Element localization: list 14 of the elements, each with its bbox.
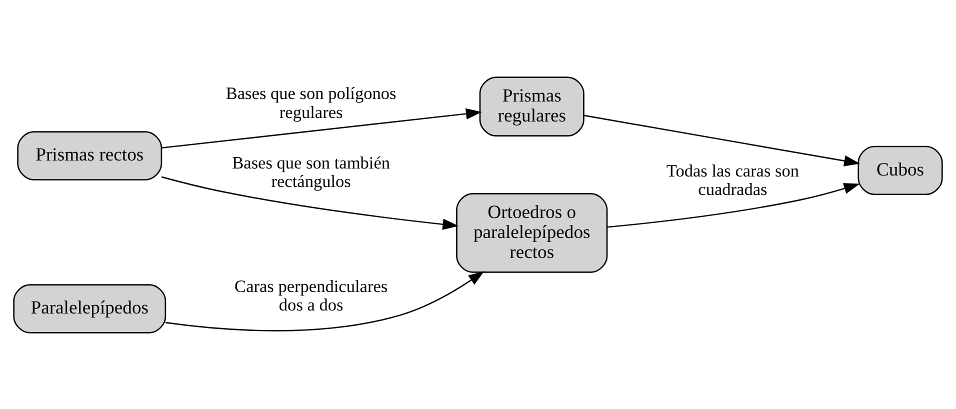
arrow [161, 176, 459, 230]
node-box: Prismas rectos [17, 130, 162, 180]
edge-label: Caras perpendiculares dos a dos [234, 276, 388, 314]
edge-label: Todas las caras son cuadradas [666, 160, 800, 198]
node-box: Cubos [858, 145, 943, 195]
arrow [165, 270, 484, 331]
arrow [162, 108, 482, 148]
node-box: Paralelepípedos [13, 284, 166, 333]
node-box: Prismas regulares [479, 76, 584, 136]
arrow [607, 182, 860, 228]
edge-label: Bases que son también rectángulos [232, 152, 390, 190]
node-box: Ortoedros o paralelepípedos rectos [456, 192, 608, 272]
arrow [584, 114, 860, 166]
edge-label: Bases que son polígonos regulares [226, 84, 396, 122]
